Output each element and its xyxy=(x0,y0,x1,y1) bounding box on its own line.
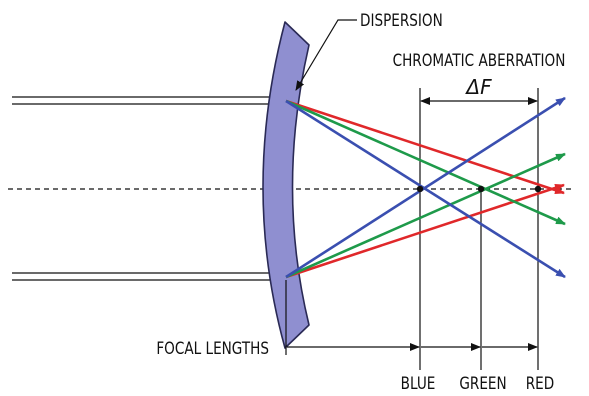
green-ray-top xyxy=(285,99,566,226)
chromatic-aberration-label: CHROMATIC ABERRATION xyxy=(393,51,566,71)
green-ray-bottom xyxy=(285,152,566,279)
delta-f-label: ΔF xyxy=(464,75,492,99)
blue-focal-point xyxy=(416,185,424,193)
green-focal-point xyxy=(477,185,485,193)
red-ray-top xyxy=(285,99,565,195)
green-rays xyxy=(285,99,566,279)
focal-lengths-label: FOCAL LENGTHS xyxy=(156,339,269,359)
blue-ray-bottom xyxy=(285,96,566,279)
incoming-ray-bottom xyxy=(12,272,287,281)
red-focal-point xyxy=(534,185,542,193)
red-label: RED xyxy=(526,374,554,394)
dispersion-leader-line xyxy=(295,19,357,91)
red-rays xyxy=(285,99,565,279)
blue-label: BLUE xyxy=(401,374,436,394)
red-ray-bottom xyxy=(285,183,565,279)
dispersion-label: DISPERSION xyxy=(360,11,443,31)
green-label: GREEN xyxy=(459,374,506,394)
blue-rays xyxy=(285,96,566,279)
incoming-ray-top xyxy=(12,96,287,105)
